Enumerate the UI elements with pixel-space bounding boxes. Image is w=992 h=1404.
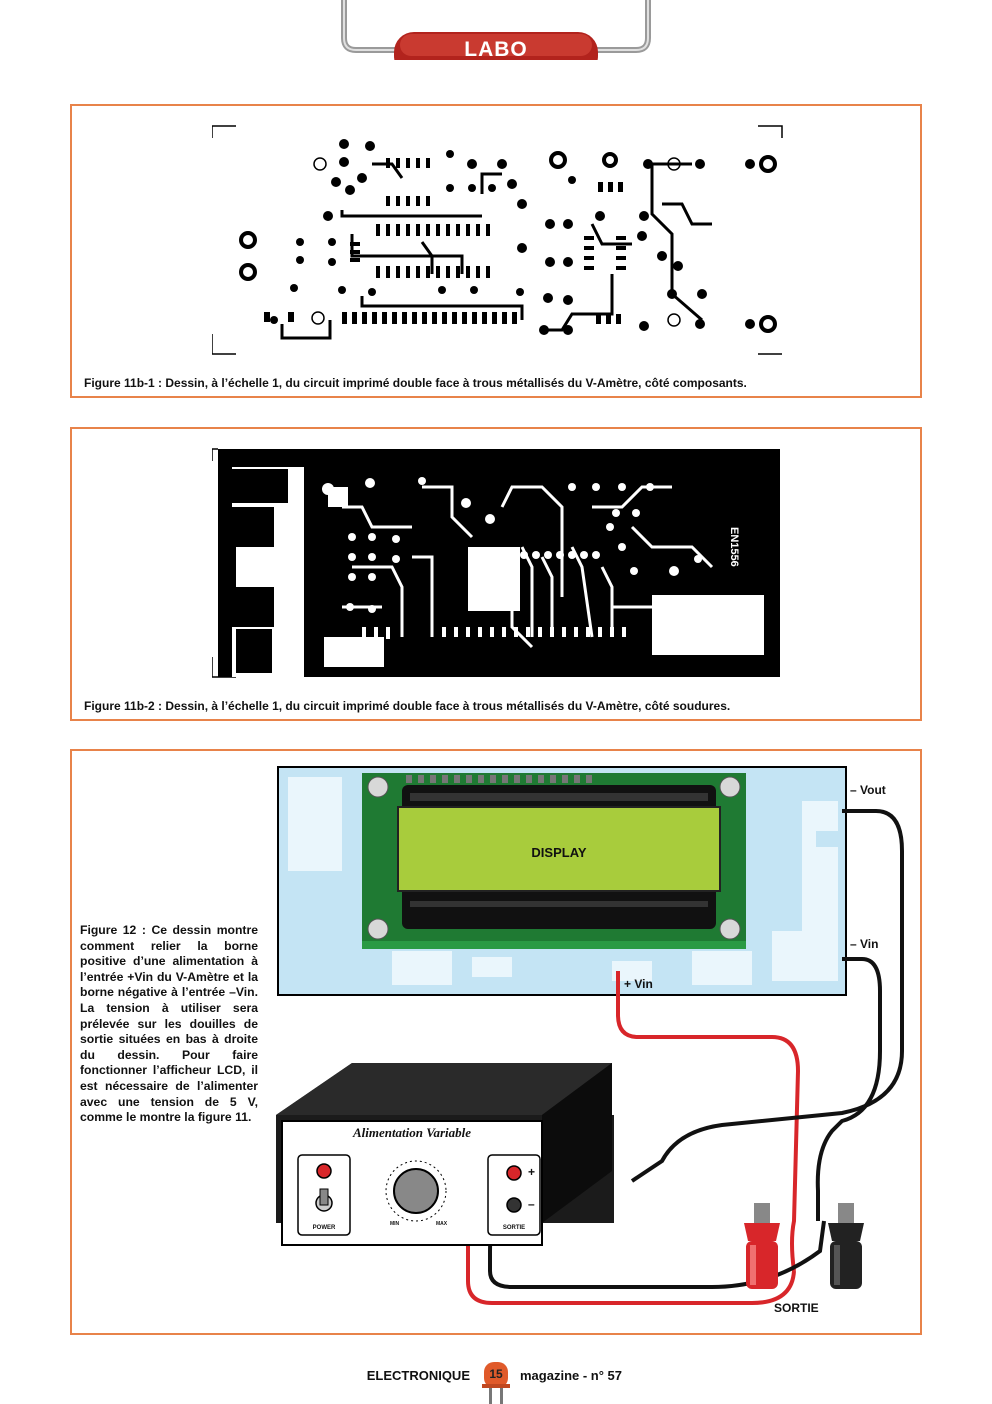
psu-sortie-label: SORTIE xyxy=(502,1225,526,1231)
footer-issue-number: 15 xyxy=(489,1367,503,1381)
pcb-solder-side-drawing xyxy=(212,448,780,678)
footer-magazine-name: ELECTRONIQUE xyxy=(366,1368,470,1383)
figure-11b1-caption: Figure 11b-1 : Dessin, à l’échelle 1, du… xyxy=(84,376,747,390)
psu-power-label: POWER xyxy=(312,1225,336,1231)
figure-11b2-caption: Figure 11b-2 : Dessin, à l’échelle 1, du… xyxy=(84,699,731,713)
black-output-post xyxy=(828,1203,864,1289)
psu-plus-label: + xyxy=(528,1165,536,1179)
section-label: LABO xyxy=(464,38,528,61)
figure-12-frame: Figure 12 : Ce dessin montre comment rel… xyxy=(70,749,922,1335)
figure-11b1-frame: Figure 11b-1 : Dessin, à l’échelle 1, du… xyxy=(70,104,922,398)
psu-title: Alimentation Variable xyxy=(352,1125,472,1140)
label-vin-minus: – Vin xyxy=(850,937,879,951)
wiring-diagram xyxy=(276,766,904,1305)
psu-max-label: MAX xyxy=(436,1221,448,1227)
label-vin-plus: + Vin xyxy=(624,977,653,991)
page-footer: ELECTRONIQUE 15 magazine - n° 57 xyxy=(0,1362,992,1404)
psu-min-label: MIN xyxy=(390,1221,400,1227)
board-code-label: EN1556 xyxy=(728,527,740,567)
figure-12-caption: Figure 12 : Ce dessin montre comment rel… xyxy=(80,923,258,1125)
led-issue-badge xyxy=(482,1362,510,1404)
display-label: DISPLAY xyxy=(531,845,587,860)
figure-11b2-frame: EN1556 Figure 11b-2 : Dessin, à l’échell… xyxy=(70,427,922,721)
pcb-component-side-drawing xyxy=(212,125,783,355)
psu-minus-label: – xyxy=(528,1197,535,1211)
label-vout-minus: – Vout xyxy=(850,783,886,797)
section-header-tab xyxy=(341,0,651,60)
output-sortie-label: SORTIE xyxy=(774,1301,819,1315)
red-output-post xyxy=(744,1203,780,1289)
footer-issue-text: magazine - n° 57 xyxy=(520,1368,623,1383)
